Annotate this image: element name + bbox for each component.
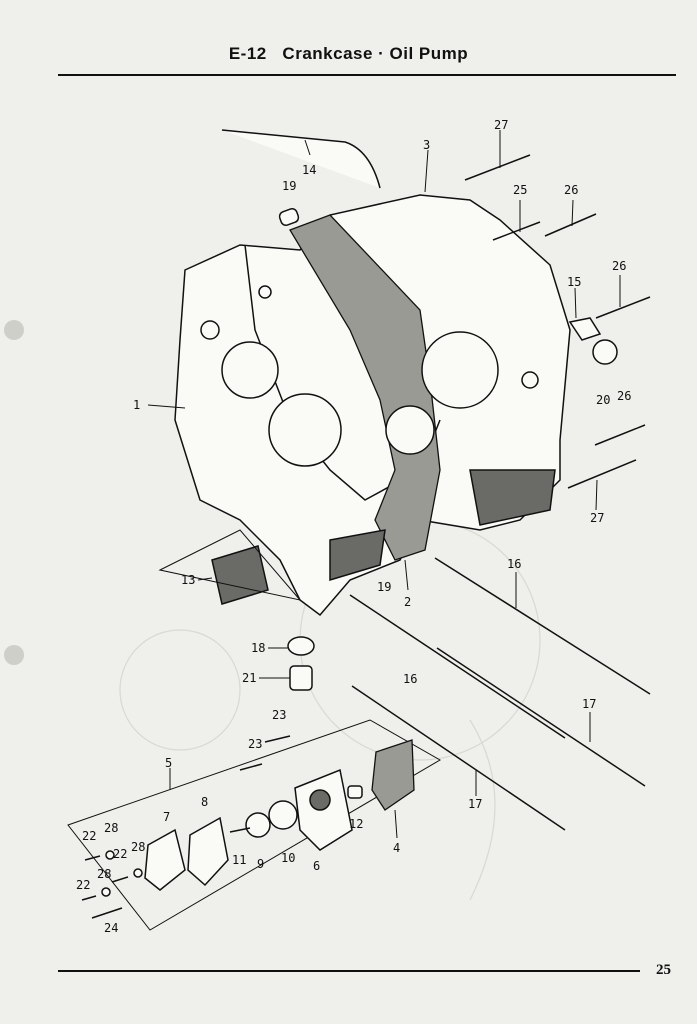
callout-15: 15 (567, 275, 581, 289)
callout-8: 8 (201, 795, 208, 809)
drain-plug-21 (289, 665, 313, 691)
callout-16-upper: 16 (507, 557, 521, 571)
footer-rule (58, 970, 640, 972)
callout-17-lower: 17 (468, 797, 482, 811)
callout-7: 7 (163, 810, 170, 824)
callout-1: 1 (133, 398, 140, 412)
callout-9: 9 (257, 857, 264, 871)
bolt-set-right (464, 154, 651, 489)
callout-27-lower: 27 (590, 511, 604, 525)
callout-27-upper: 27 (494, 118, 508, 132)
callout-18: 18 (251, 641, 265, 655)
callout-26-a: 26 (564, 183, 578, 197)
callout-16-lower: 16 (403, 672, 417, 686)
callout-28-c: 28 (97, 867, 111, 881)
callout-5: 5 (165, 756, 172, 770)
bracket-15 (568, 317, 602, 341)
callout-3: 3 (423, 138, 430, 152)
callout-6: 6 (313, 859, 320, 873)
callout-11: 11 (232, 853, 246, 867)
callout-21: 21 (242, 671, 256, 685)
seal-20 (592, 339, 618, 365)
callout-22-a: 22 (82, 829, 96, 843)
callout-20: 20 (596, 393, 610, 407)
callout-14: 14 (302, 163, 316, 177)
callout-28-a: 28 (104, 821, 118, 835)
leader-lines (147, 130, 621, 839)
callout-28-b: 28 (131, 840, 145, 854)
crankcase-assembly (174, 194, 571, 617)
page-number: 25 (656, 962, 671, 978)
dowel-pin-19-upper (278, 208, 300, 226)
callout-22-b: 22 (113, 847, 127, 861)
callout-19-upper: 19 (282, 179, 296, 193)
callout-26-c: 26 (617, 389, 631, 403)
section-title: Crankcase · Oil Pump (282, 44, 469, 63)
oil-pipe-14 (221, 129, 381, 189)
callout-26-b: 26 (612, 259, 626, 273)
binder-hole-upper (4, 320, 24, 340)
binder-hole-lower (4, 645, 24, 665)
callout-19-lower: 19 (377, 580, 391, 594)
callout-23-b: 23 (248, 737, 262, 751)
section-code: E-12 (228, 44, 267, 63)
callout-25: 25 (513, 183, 527, 197)
callout-23-a: 23 (272, 708, 286, 722)
callout-10: 10 (281, 851, 295, 865)
page-title: E-12 Crankcase · Oil Pump (0, 44, 697, 64)
callout-22-c: 22 (76, 878, 90, 892)
header-rule (58, 74, 676, 76)
stud-bolts (349, 557, 651, 831)
callout-24: 24 (104, 921, 118, 935)
callout-4: 4 (393, 841, 400, 855)
oil-pump-assembly (67, 719, 441, 931)
callout-labels: 1 2 3 4 5 6 7 8 9 10 11 12 13 14 15 16 1… (76, 118, 631, 935)
strainer-bracket-outline (158, 529, 302, 601)
callout-17-upper: 17 (582, 697, 596, 711)
callout-12: 12 (349, 817, 363, 831)
callout-13: 13 (181, 573, 195, 587)
washer-18 (287, 636, 315, 656)
strainer-screen-13 (211, 545, 269, 605)
callout-2: 2 (404, 595, 411, 609)
